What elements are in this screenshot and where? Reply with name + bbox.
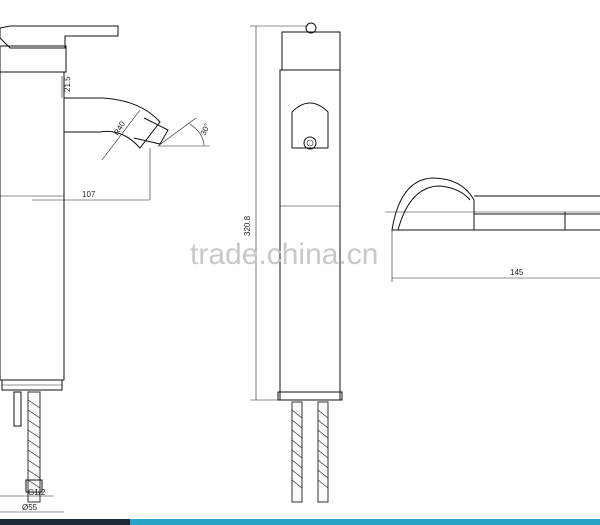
side-cap [281,31,341,71]
dim-handle-length: 145 [510,268,524,277]
mounting-rod [13,391,22,427]
dim-spout-height: 21.5 [63,76,72,92]
dim-angle: 30° [199,122,212,137]
spout [63,97,161,149]
bottom-bar-accent [130,519,600,525]
faucet-cap [0,45,67,73]
dim-total-height: 320.8 [243,215,252,236]
dim-base-diameter: Ø55 [22,503,38,512]
top-dome [391,177,475,231]
dim-radius: R40 [112,119,127,137]
side-hose-right [317,401,329,503]
faucet-body [0,71,65,381]
side-view: 320.8 [243,22,343,503]
front-view: 21.5 R40 30° 107 G1/2 Ø55 [0,25,212,513]
side-body [279,69,341,401]
supply-hose [27,391,41,503]
top-view: 145 [385,177,600,282]
watermark-text: trade.china.cn [190,238,378,271]
bottom-bar [0,519,600,525]
aerator [291,102,329,149]
handle-lever [0,25,119,49]
side-hose-left [291,401,303,503]
bottom-bar-dark [0,519,130,525]
dim-spout-reach: 107 [82,190,96,199]
dim-hose-thread: G1/2 [28,488,46,497]
